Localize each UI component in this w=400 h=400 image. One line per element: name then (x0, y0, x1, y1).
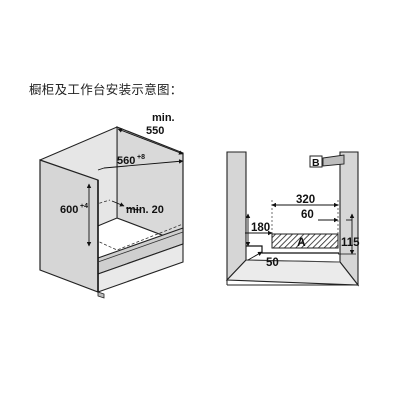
dim-115-value: 115 (341, 237, 360, 249)
section-floor (225, 259, 360, 286)
cabinet-isometric: min. 550 560 +8 600 +4 min. 20 (39, 112, 184, 299)
dim-560-value: 560 (117, 155, 135, 167)
dim-600-value: 600 (60, 204, 78, 216)
dim-min-550-label: min. (152, 112, 175, 124)
cabinet-cross-section: A B 320 60 180 115 50 (225, 151, 360, 287)
dim-50-value: 50 (266, 257, 279, 269)
bracket-b-box (309, 155, 323, 168)
dim-600-sup: +4 (80, 203, 88, 210)
cabinet-right-wall (116, 126, 184, 244)
dim-min-20-label: min. 20 (126, 204, 164, 216)
diagram-caption: 橱柜及工作台安装示意图： (29, 82, 183, 97)
hatched-area-a (271, 233, 339, 249)
section-left-wall (226, 151, 247, 282)
dim-60-value: 60 (301, 209, 314, 221)
dim-560-sup: +8 (137, 154, 145, 161)
dim-min-550-value: 550 (146, 125, 164, 137)
area-a-label: A (297, 235, 306, 249)
bracket-b-label: B (312, 157, 320, 169)
dim-320-value: 320 (296, 194, 315, 206)
dim-180-value: 180 (251, 222, 270, 234)
